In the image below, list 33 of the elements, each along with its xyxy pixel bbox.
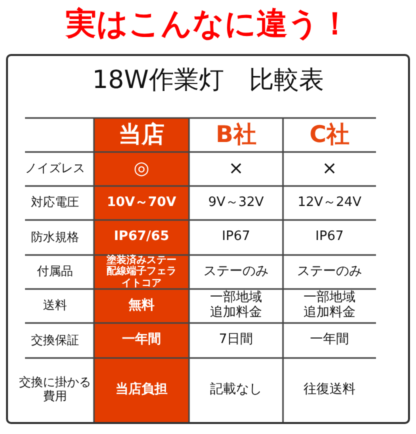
value-text: × (228, 158, 244, 180)
value-text: × (322, 158, 338, 180)
row-label: 対応電圧 (31, 196, 79, 210)
row-label: 送料 (43, 299, 67, 313)
column-header: B社 (216, 122, 256, 148)
value-text: 一年間 (122, 333, 161, 348)
value-text: 9V～32V (208, 196, 264, 210)
value-text: IP67 (315, 230, 344, 245)
row-label: 付属品 (37, 265, 73, 279)
page-title: 実はこんなに違う！ (64, 6, 352, 42)
value-text: 当店負担 (116, 382, 168, 398)
value-text: 7日間 (218, 333, 254, 348)
row-label: 交換に掛かる費用 (18, 376, 92, 404)
column-header: C社 (310, 122, 350, 148)
value-text: IP67 (222, 230, 250, 245)
table-title: 18W作業灯 比較表 (91, 64, 325, 96)
value-text: 往復送料 (304, 382, 356, 398)
value-text: IP67/65 (114, 230, 170, 245)
value-text: 12V～24V (298, 196, 362, 210)
value-text: 10V～70V (106, 196, 176, 210)
value-text: 一部地域追加料金 (302, 291, 356, 321)
value-text: 一部地域追加料金 (208, 291, 263, 321)
value-text: ◎ (134, 158, 150, 180)
row-label: ノイズレス (25, 162, 85, 176)
value-text: 記載なし (210, 382, 262, 398)
row-label: 交換保証 (31, 334, 79, 348)
column-header: 当店 (118, 122, 164, 148)
value-text: 一年間 (310, 333, 349, 348)
value-text: ステーのみ (297, 264, 362, 280)
row-label: 防水規格 (31, 230, 79, 244)
value-text: 無料 (128, 298, 154, 314)
value-text: 塗装済みステー配線端子フェライトコア (106, 254, 178, 290)
value-text: ステーのみ (204, 264, 268, 280)
